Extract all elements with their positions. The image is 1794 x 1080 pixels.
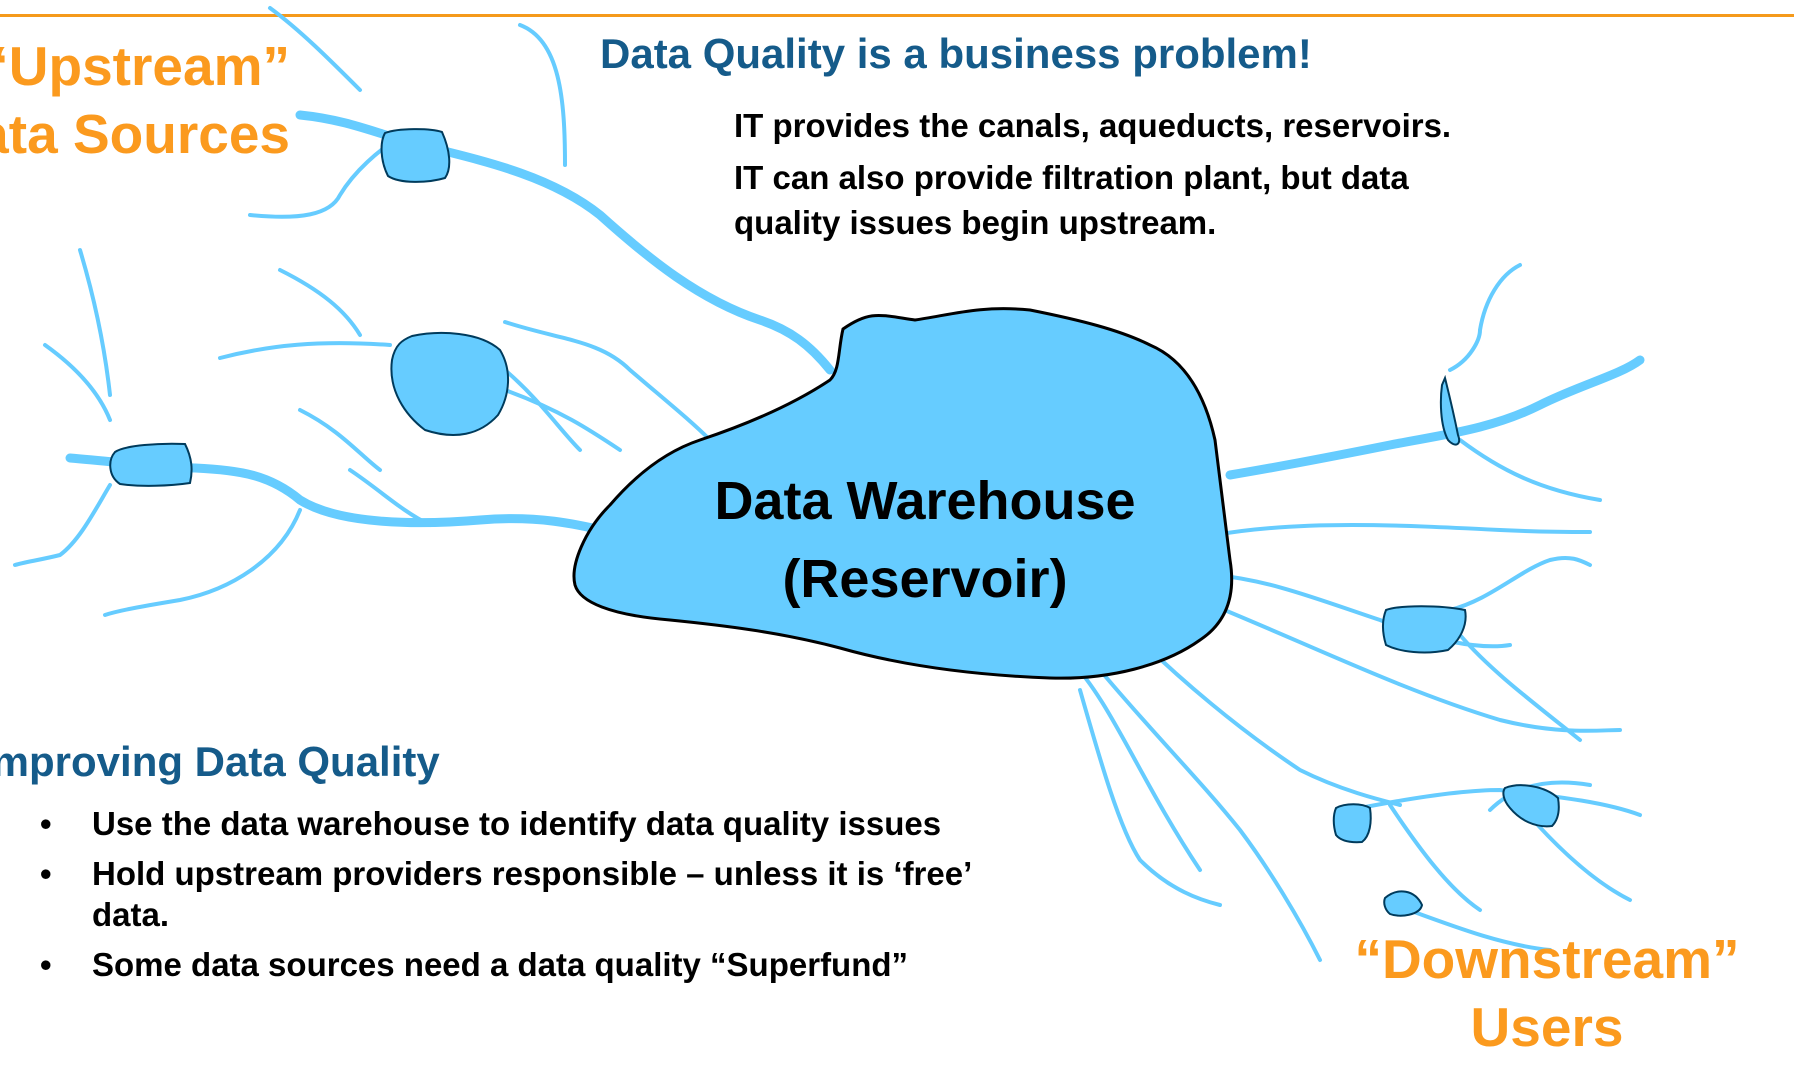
it-notes: IT provides the canals, aqueducts, reser… [734, 103, 1451, 252]
top-rule [0, 14, 1794, 17]
upstream-label-line-1: “Upstream” [0, 35, 290, 97]
improve-item-text: Hold upstream providers responsible – un… [92, 855, 971, 933]
headline: Data Quality is a business problem! [600, 30, 1312, 77]
lake-downstream-1 [1382, 605, 1467, 654]
downstream-label-line-2: Users [1470, 996, 1624, 1058]
downstream-label-line-1: “Downstream” [1354, 928, 1740, 990]
lake-downstream-4 [1383, 890, 1424, 917]
downstream-label: “Downstream” Users [1300, 925, 1794, 1061]
improve-item-text: Some data sources need a data quality “S… [92, 946, 909, 983]
it-note-1: IT provides the canals, aqueducts, reser… [734, 107, 1452, 144]
lake-downstream-3 [1502, 784, 1560, 828]
lake-upstream-2 [390, 331, 510, 436]
improve-item: • Some data sources need a data quality … [40, 944, 1092, 985]
bullet: • [40, 855, 52, 892]
improve-list: • Use the data warehouse to identify dat… [40, 803, 1092, 994]
lake-downstream-2 [1332, 803, 1372, 844]
upstream-label: “Upstream” Data Sources [0, 32, 290, 168]
reservoir-label-line-1: Data Warehouse [714, 471, 1136, 531]
improve-item-text: Use the data warehouse to identify data … [92, 805, 942, 842]
river-right [1225, 355, 1645, 480]
improve-title: Improving Data Quality [0, 738, 440, 785]
reservoir [572, 307, 1234, 680]
improve-item: • Hold upstream providers responsible – … [40, 853, 1092, 935]
it-note-2: IT can also provide filtration plant, bu… [734, 159, 1409, 241]
reservoir-label: Data Warehouse (Reservoir) [625, 462, 1225, 618]
reservoir-label-line-2: (Reservoir) [782, 549, 1068, 609]
lake-upstream-1 [380, 128, 451, 183]
bullet: • [40, 805, 52, 842]
bullet: • [40, 946, 52, 983]
improve-item: • Use the data warehouse to identify dat… [40, 803, 1092, 844]
lake-upstream-3 [109, 442, 193, 487]
upstream-label-line-2: Data Sources [0, 103, 290, 165]
lake-downstream-5 [1439, 374, 1461, 446]
